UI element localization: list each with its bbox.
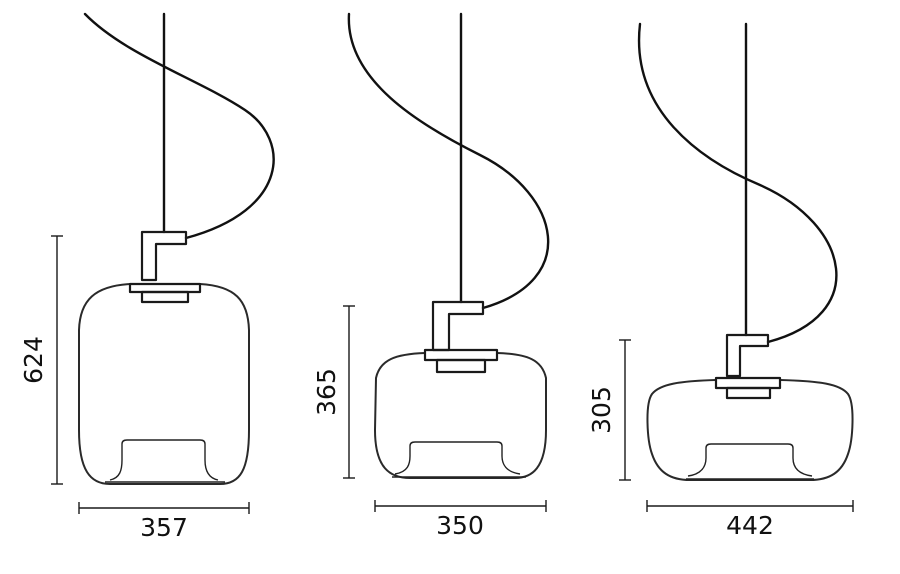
lamp-flat-inner-cup <box>687 443 813 477</box>
lamp-medium-socket <box>423 348 499 374</box>
lamp-tall-bracket <box>140 230 188 282</box>
lamp-medium-height-dimension <box>343 305 355 479</box>
lamp-medium-power-cable <box>347 12 550 310</box>
lamp-tall-socket <box>128 282 202 304</box>
lamp-flat-width-label: 442 <box>726 511 774 540</box>
lamp-flat-socket <box>714 376 782 400</box>
lamp-tall-height-label: 624 <box>19 336 48 384</box>
lamp-medium-glass-shade <box>373 352 547 479</box>
lamp-flat-height-label: 305 <box>587 386 616 434</box>
lamp-tall-width-label: 357 <box>140 513 188 542</box>
lamp-tall: 624 357 <box>19 12 275 542</box>
lamp-medium-height-label: 365 <box>312 368 341 416</box>
lamp-medium-width-dimension <box>374 500 547 512</box>
lamp-medium-inner-cup <box>394 441 521 475</box>
lamp-flat-width-dimension <box>646 500 854 512</box>
lamp-flat-bracket <box>725 333 770 378</box>
lamp-tall-width-dimension <box>78 502 250 514</box>
lamp-flat: 305 442 <box>587 22 854 540</box>
lamp-tall-glass-shade <box>78 283 250 485</box>
lamp-tall-height-dimension <box>51 235 63 485</box>
lamp-flat-height-dimension <box>619 339 631 481</box>
lamp-medium-width-label: 350 <box>436 511 484 540</box>
lamp-medium: 365 350 <box>312 12 550 540</box>
lamp-medium-bracket <box>431 300 485 352</box>
lamp-tall-power-cable <box>83 12 275 240</box>
lamp-tall-inner-cup <box>109 439 219 481</box>
lamp-flat-glass-shade <box>646 379 854 481</box>
lamp-flat-power-cable <box>637 22 838 344</box>
